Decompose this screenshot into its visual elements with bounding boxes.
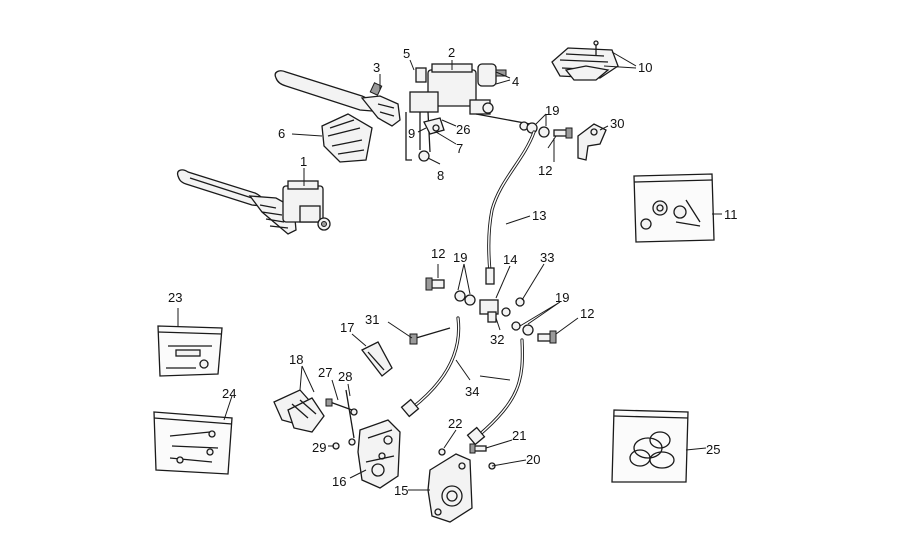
part-13-brake-hose [485, 130, 536, 285]
part-25-seal-kit-bag [611, 409, 689, 483]
part-23-kit-bag [157, 325, 223, 377]
part-3-brake-lever [274, 70, 401, 127]
callout-5: 5 [403, 46, 410, 61]
callout-1: 1 [300, 154, 307, 169]
bleeder-screws-20-21-22 [438, 443, 496, 470]
part-2-master-cylinder [405, 63, 531, 162]
callout-15: 15 [394, 483, 408, 498]
callout-30: 30 [610, 116, 624, 131]
callout-23: 23 [168, 290, 182, 305]
callout-2: 2 [448, 45, 455, 60]
callout-13: 13 [532, 208, 546, 223]
part-30-bracket [577, 123, 607, 161]
callout-19-mid: 19 [453, 250, 467, 265]
callout-16: 16 [332, 474, 346, 489]
callout-33: 33 [540, 250, 554, 265]
callout-28: 28 [338, 369, 352, 384]
pins-27-28-29 [325, 389, 358, 450]
part-11-kit-bag [633, 173, 715, 243]
part-6-rubber-cover [321, 113, 373, 163]
part-34-lower-hoses [400, 316, 524, 446]
callout-12-right: 12 [580, 306, 594, 321]
callout-8: 8 [437, 168, 444, 183]
callout-25: 25 [706, 442, 720, 457]
part-10-reservoir-cap [551, 40, 619, 81]
callout-32: 32 [490, 332, 504, 347]
callout-22: 22 [448, 416, 462, 431]
callout-18: 18 [289, 352, 303, 367]
callout-11: 11 [724, 207, 738, 222]
callout-6: 6 [278, 126, 285, 141]
part-18-brake-pads [273, 389, 325, 433]
callout-19-right: 19 [555, 290, 569, 305]
part-1-lever-master-cylinder [176, 169, 331, 235]
callout-3: 3 [373, 60, 380, 75]
part-14-junction [409, 277, 557, 345]
callout-27: 27 [318, 365, 332, 380]
callout-labels: 1 2 3 4 5 6 7 8 9 10 11 12 12 12 13 14 1… [168, 45, 738, 498]
callout-29: 29 [312, 440, 326, 455]
callout-12-top: 12 [538, 163, 552, 178]
callout-24: 24 [222, 386, 236, 401]
banjo-assembly-top [519, 121, 573, 139]
callout-10: 10 [638, 60, 652, 75]
callout-7: 7 [456, 141, 463, 156]
callout-31: 31 [365, 312, 379, 327]
callout-20: 20 [526, 452, 540, 467]
callout-14: 14 [503, 252, 517, 267]
leader-lines [177, 51, 722, 491]
part-15-caliper-right [427, 453, 473, 523]
callout-12-mid: 12 [431, 246, 445, 261]
callout-26: 26 [456, 122, 470, 137]
callout-4: 4 [512, 74, 519, 89]
callout-19-top: 19 [545, 103, 559, 118]
callout-21: 21 [512, 428, 526, 443]
callout-9: 9 [408, 126, 415, 141]
part-24-kit-bag [153, 411, 233, 475]
callout-34: 34 [465, 384, 479, 399]
part-16-caliper-left [357, 419, 401, 489]
part-17-pad-spring [361, 341, 393, 377]
callout-17: 17 [340, 320, 354, 335]
